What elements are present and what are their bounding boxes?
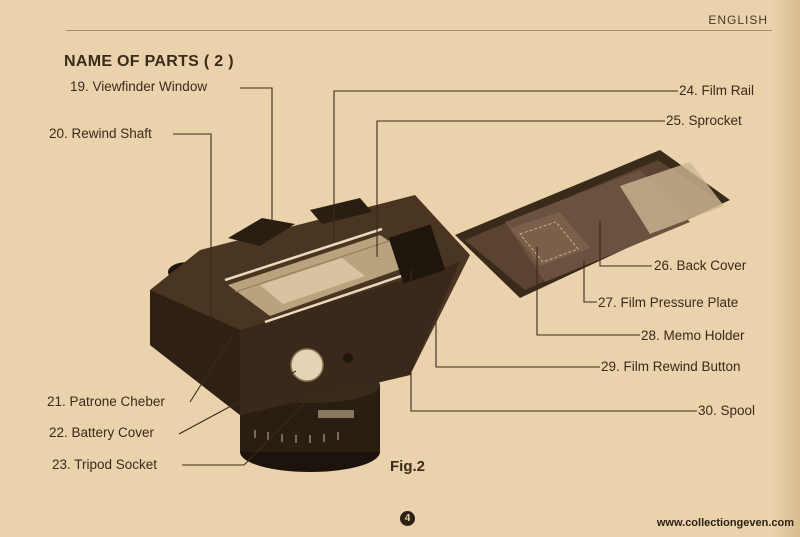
page-title: NAME OF PARTS ( 2 ) (64, 53, 234, 70)
film-gate (224, 227, 426, 324)
header-language: ENGLISH (708, 13, 768, 27)
header-rule (66, 30, 772, 31)
takeup-spool (388, 224, 446, 284)
memo-holder-frame (510, 212, 590, 266)
label-battery-cover: 22. Battery Cover (49, 425, 155, 440)
label-film-pressure-plate: 27. Film Pressure Plate (598, 295, 739, 310)
page-edge-shadow (772, 0, 800, 537)
label-viewfinder-window: 19. Viewfinder Window (70, 79, 208, 94)
battery-cover-disc (290, 348, 324, 382)
label-spool: 30. Spool (698, 403, 756, 418)
page-number: 4 (400, 511, 415, 526)
label-sprocket: 25. Sprocket (666, 113, 742, 128)
label-patrone-cheber: 21. Patrone Cheber (47, 394, 165, 409)
leader-lines (173, 87, 697, 466)
figure-caption: Fig.2 (390, 458, 426, 475)
label-back-cover: 26. Back Cover (654, 258, 747, 273)
label-film-rewind-button: 29. Film Rewind Button (601, 359, 741, 374)
back-cover (455, 150, 730, 298)
label-tripod-socket: 23. Tripod Socket (52, 457, 158, 472)
tripod-socket-hole (343, 353, 353, 363)
label-rewind-shaft: 20. Rewind Shaft (49, 126, 152, 141)
label-memo-holder: 28. Memo Holder (641, 328, 745, 343)
prism-housing (228, 218, 295, 246)
watermark: www.collectiongeven.com (656, 517, 794, 529)
label-film-rail: 24. Film Rail (679, 83, 755, 98)
